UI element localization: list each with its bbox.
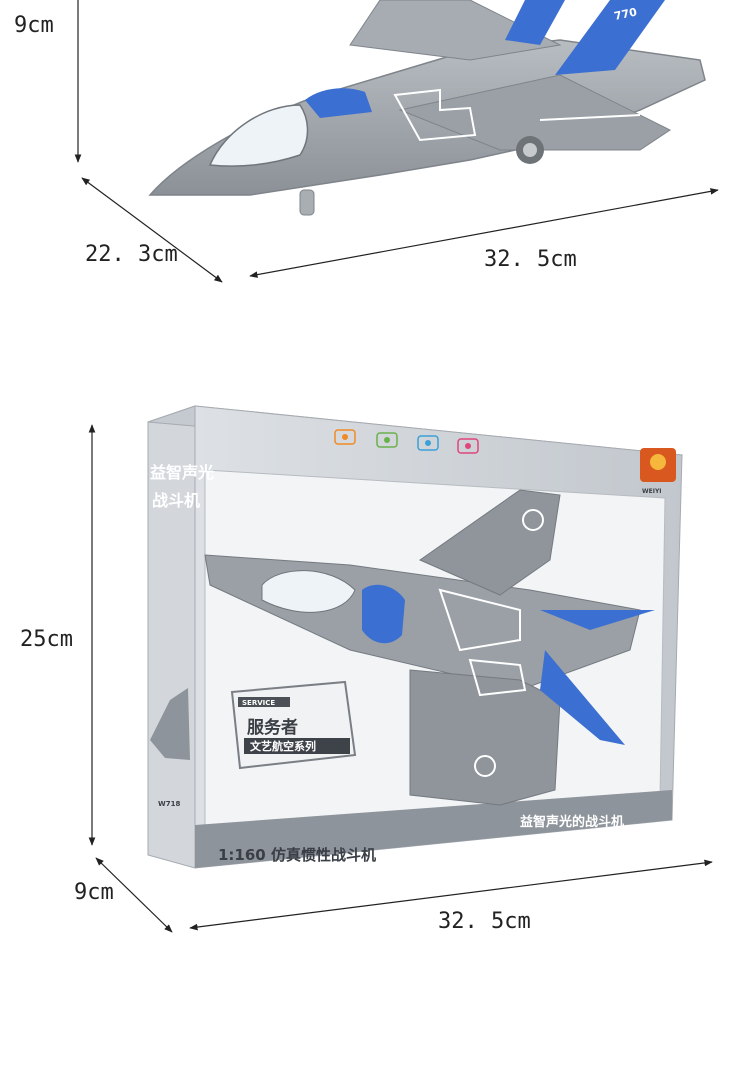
box-length-label: 32. 5cm [438, 909, 531, 934]
top-jet-lower-wing [398, 74, 671, 151]
top-jet-tail-fin-2 [505, 0, 565, 45]
top-depth-label: 22. 3cm [85, 242, 178, 267]
box-bottom-strip [195, 790, 672, 868]
top-length-label: 32. 5cm [484, 247, 577, 272]
top-jet-tail-fin [555, 0, 665, 75]
top-jet-intake [305, 88, 372, 118]
box-model-code: W718 [158, 800, 180, 808]
feature-icons [334, 429, 479, 454]
box-jet-lower-wing [409, 669, 561, 806]
box-jet-intake [362, 584, 405, 644]
box-depth-label: 9cm [74, 880, 114, 905]
box-dimension-lines [88, 424, 713, 933]
box-jet-canopy [261, 570, 356, 613]
box-side-jet-image [150, 688, 190, 760]
brand-name: WEIYI [642, 488, 662, 495]
box-bottom-right-label: 益智声光的战斗机 [520, 814, 624, 830]
box-jet-upper-wing [418, 489, 561, 596]
box-side-title-1: 益智声光 [150, 463, 214, 482]
brand-logo [640, 448, 676, 482]
box-jet-tail-upper [540, 610, 655, 630]
top-height-label: 9cm [14, 13, 54, 38]
box-height-label: 25cm [20, 627, 73, 652]
top-jet-figure: 770 [148, 0, 706, 216]
box-side-title-2: 战斗机 [152, 491, 200, 510]
box-jet-figure [204, 489, 655, 806]
service-badge [230, 680, 357, 770]
light-icon [334, 429, 356, 445]
sound-icon [376, 432, 398, 448]
service-badge-sub: 文艺航空系列 [250, 739, 316, 753]
box-bottom-left-label: 1:160 仿真惯性战斗机 [218, 846, 376, 864]
top-jet-tail-number: 770 [613, 5, 639, 23]
box-jet-tail-lower [540, 650, 625, 745]
service-badge-top: SERVICE [242, 699, 275, 707]
top-dimension-lines [74, 0, 719, 283]
service-badge-main: 服务者 [247, 717, 298, 738]
hand-icon [457, 438, 479, 454]
top-jet-canopy [208, 104, 309, 167]
inertia-icon [417, 435, 439, 451]
